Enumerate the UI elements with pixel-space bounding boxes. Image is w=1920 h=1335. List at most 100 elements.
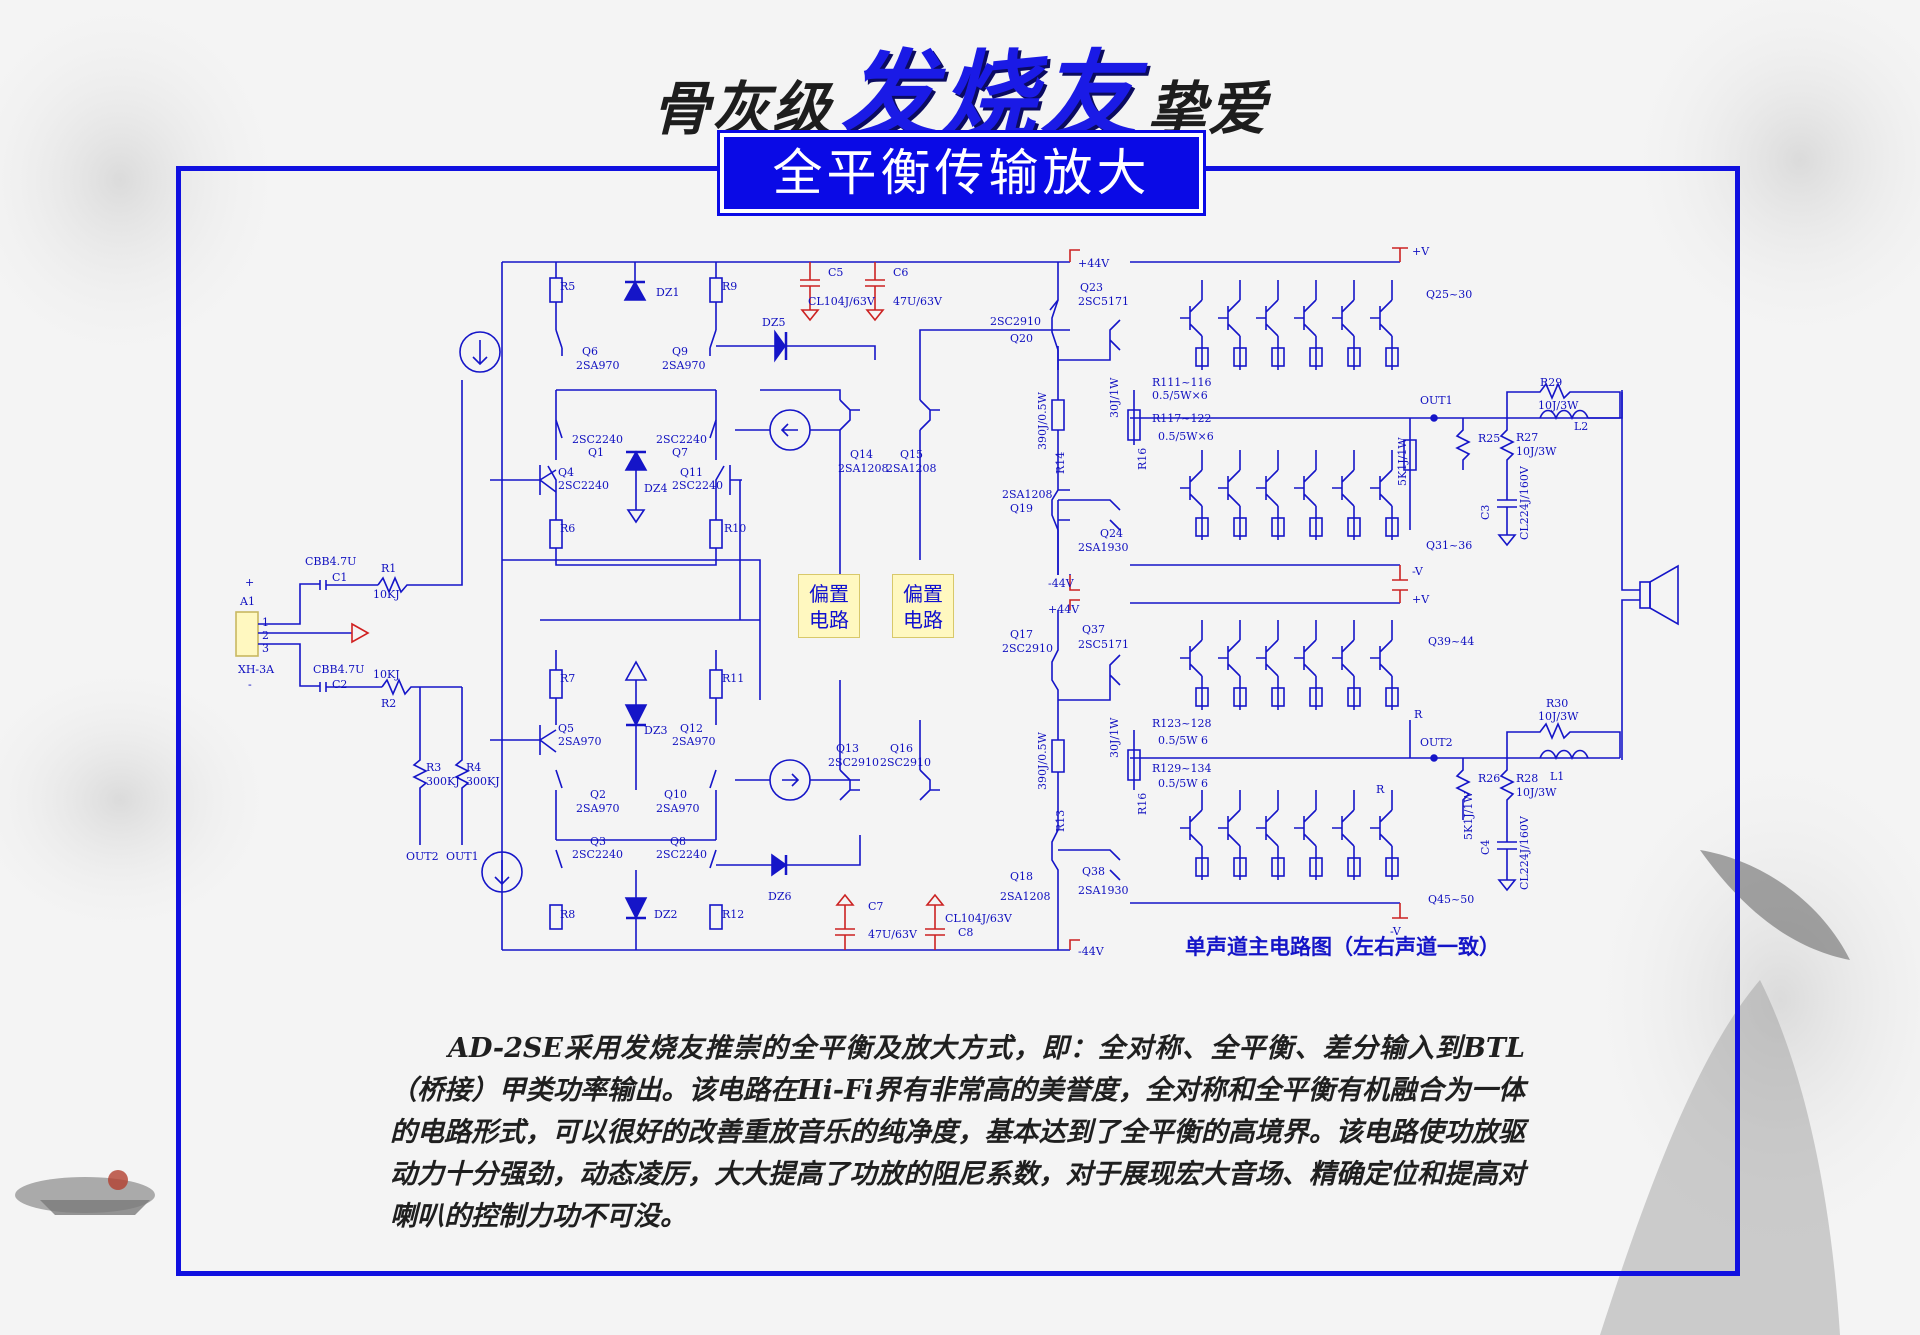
label-OUT2-node: OUT2 bbox=[1420, 736, 1453, 749]
emitter-resistor-lower-neg-1 bbox=[1195, 857, 1209, 877]
output-transistor-lower-pos-6 bbox=[1370, 620, 1393, 710]
label-R111-116-value: 0.5/5W×6 bbox=[1152, 389, 1208, 402]
label-Q7-type: 2SC2240 bbox=[656, 433, 707, 446]
subtitle-banner: 全平衡传输放大 bbox=[717, 130, 1206, 216]
output-transistor-lower-pos-3 bbox=[1256, 620, 1279, 710]
label-R16a-value: 30J/1W bbox=[1108, 377, 1121, 418]
label-C2: C2 bbox=[332, 678, 347, 691]
emitter-resistor-lower-pos-1 bbox=[1195, 687, 1209, 707]
emitter-resistor-lower-pos-6 bbox=[1385, 687, 1399, 707]
output-transistor-upper-pos-2 bbox=[1218, 280, 1241, 370]
label-C6-value: 47U/63V bbox=[893, 295, 943, 308]
label-L2: L2 bbox=[1574, 420, 1588, 433]
label-R16a: R16 bbox=[1136, 448, 1149, 470]
emitter-resistor-upper-neg-5 bbox=[1347, 517, 1361, 537]
speaker-icon bbox=[1639, 564, 1679, 626]
label-R117-122-value: 0.5/5W×6 bbox=[1158, 430, 1214, 443]
input-connector-type: XH-3A bbox=[238, 663, 275, 676]
label-R14: R14 bbox=[1054, 452, 1067, 474]
output-transistor-lower-neg-2 bbox=[1218, 790, 1241, 880]
label-Q8-type: 2SC2240 bbox=[656, 848, 707, 861]
bias-label-right-1: 偏置 bbox=[903, 582, 943, 606]
label-5K1-1: 5K1J/1W bbox=[1396, 437, 1409, 486]
input-plus: + bbox=[245, 576, 254, 589]
label-Q9: Q9 bbox=[672, 345, 688, 358]
output-transistor-upper-pos-3 bbox=[1256, 280, 1279, 370]
emitter-resistor-upper-neg-6 bbox=[1385, 517, 1399, 537]
label-C6: C6 bbox=[893, 266, 908, 279]
label-Q18-type: 2SA1208 bbox=[1000, 890, 1050, 903]
label-Q38-type: 2SA1930 bbox=[1078, 884, 1128, 897]
label-Q11: Q11 bbox=[680, 466, 703, 479]
output-transistor-lower-neg-1 bbox=[1180, 790, 1203, 880]
output-transistor-upper-pos-5 bbox=[1332, 280, 1355, 370]
output-transistor-upper-neg-5 bbox=[1332, 450, 1355, 540]
label-Q5: Q5 bbox=[558, 722, 574, 735]
label-R16b-value: 30J/1W bbox=[1108, 717, 1121, 758]
label-R9: R9 bbox=[722, 280, 737, 293]
label-R3: R3 bbox=[426, 761, 441, 774]
output-transistor-lower-neg-5 bbox=[1332, 790, 1355, 880]
label-L1: L1 bbox=[1550, 770, 1564, 783]
label-R123-128-value: 0.5/5W 6 bbox=[1158, 734, 1208, 747]
label-Q1-type: 2SC2240 bbox=[572, 433, 623, 446]
label-R4: R4 bbox=[466, 761, 481, 774]
label-Q20: Q20 bbox=[1010, 332, 1033, 345]
label-Q18: Q18 bbox=[1010, 870, 1033, 883]
label-R14-value: 390J/0.5W bbox=[1036, 391, 1049, 450]
label-V44-neg1: -44V bbox=[1048, 577, 1075, 590]
label-Q9-type: 2SA970 bbox=[662, 359, 705, 372]
emitter-resistor-lower-neg-6 bbox=[1385, 857, 1399, 877]
output-transistor-lower-pos-1 bbox=[1180, 620, 1203, 710]
label-R8: R8 bbox=[560, 908, 575, 921]
label-Q13: Q13 bbox=[836, 742, 859, 755]
label-R123-128: R123~128 bbox=[1152, 717, 1212, 730]
label-Q6: Q6 bbox=[582, 345, 598, 358]
input-pin2: 2 bbox=[262, 629, 269, 642]
emitter-resistor-lower-neg-2 bbox=[1233, 857, 1247, 877]
label-C7: C7 bbox=[868, 900, 883, 913]
output-transistor-upper-neg-6 bbox=[1370, 450, 1393, 540]
label-Q4-type: 2SC2240 bbox=[558, 479, 609, 492]
label-R30-value: 10J/3W bbox=[1538, 710, 1579, 723]
label-Q23: Q23 bbox=[1080, 281, 1103, 294]
label-Q20-type: 2SC2910 bbox=[990, 315, 1041, 328]
label-DZ1: DZ1 bbox=[656, 286, 679, 299]
label-Q16-type: 2SC2910 bbox=[880, 756, 931, 769]
label-V44-pos2: +44V bbox=[1048, 603, 1080, 616]
label-Q3-type: 2SC2240 bbox=[572, 848, 623, 861]
input-pin1: 1 bbox=[262, 616, 269, 629]
label-R129-134: R129~134 bbox=[1152, 762, 1212, 775]
label-R13: R13 bbox=[1054, 810, 1067, 832]
output-transistor-lower-pos-5 bbox=[1332, 620, 1355, 710]
emitter-resistor-upper-pos-2 bbox=[1233, 347, 1247, 367]
label-Q17-type: 2SC2910 bbox=[1002, 642, 1053, 655]
output-transistor-lower-neg-6 bbox=[1370, 790, 1393, 880]
label-Q2: Q2 bbox=[590, 788, 606, 801]
label-C5-value: CL104J/63V bbox=[808, 295, 876, 308]
label-R28: R28 bbox=[1516, 772, 1538, 785]
label-R1-value: 10KJ bbox=[373, 588, 400, 601]
label-OUT1-node: OUT1 bbox=[1420, 394, 1453, 407]
label-Q25-30: Q25~30 bbox=[1426, 288, 1472, 301]
label-R29-value: 10J/3W bbox=[1538, 399, 1579, 412]
label-R2-value: 10KJ bbox=[373, 668, 400, 681]
label-Q19-type: 2SA1208 bbox=[1002, 488, 1052, 501]
label-R25: R25 bbox=[1478, 432, 1500, 445]
label-R28-value: 10J/3W bbox=[1516, 786, 1557, 799]
label-DZ4: DZ4 bbox=[644, 482, 667, 495]
label-R1: R1 bbox=[381, 562, 396, 575]
emitter-resistor-upper-pos-6 bbox=[1385, 347, 1399, 367]
label-Q31-36: Q31~36 bbox=[1426, 539, 1472, 552]
label-Q4: Q4 bbox=[558, 466, 574, 479]
label-Q45-50: Q45~50 bbox=[1428, 893, 1474, 906]
emitter-resistor-lower-neg-3 bbox=[1271, 857, 1285, 877]
label-Q17: Q17 bbox=[1010, 628, 1033, 641]
label-R27-value: 10J/3W bbox=[1516, 445, 1557, 458]
label-R3-value: 300KJ bbox=[426, 775, 460, 788]
label-Q19: Q19 bbox=[1010, 502, 1033, 515]
label-V44-neg2: -44V bbox=[1078, 945, 1105, 958]
headline-right: 挚爱 bbox=[1148, 75, 1269, 143]
label-Q14: Q14 bbox=[850, 448, 873, 461]
label-Q39-44: Q39~44 bbox=[1428, 635, 1474, 648]
